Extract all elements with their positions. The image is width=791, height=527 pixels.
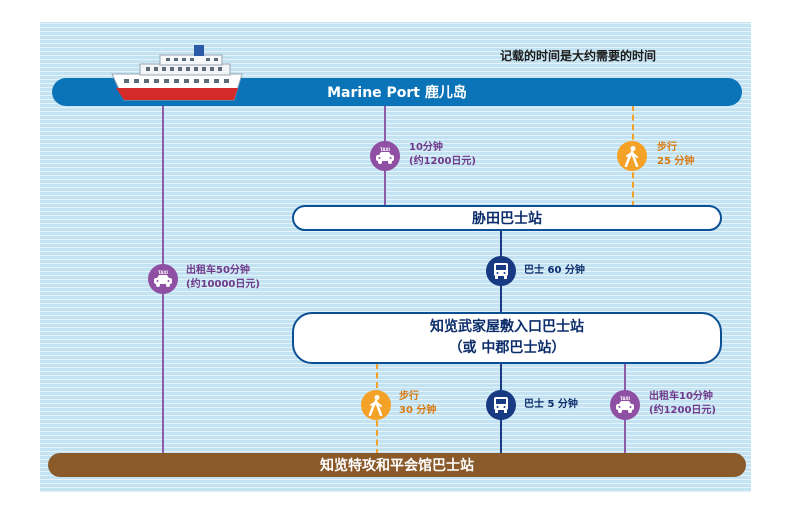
route-mode-text: 步行 xyxy=(399,391,419,402)
route-fare-text: (约1200日元) xyxy=(649,405,716,416)
route-fare-text: (约1200日元) xyxy=(409,156,476,167)
route-time-text: 巴士 60 分钟 xyxy=(524,265,585,276)
bus-icon xyxy=(486,390,516,420)
route-time-text: 出租车50分钟 xyxy=(186,265,250,276)
route-taxi-chiran-peace-label: 出租车10分钟 (约1200日元) xyxy=(649,390,716,418)
ferry-icon xyxy=(111,45,243,101)
route-bus-chiran-peace-label: 巴士 5 分钟 xyxy=(524,398,578,412)
route-time-text: 25 分钟 xyxy=(657,156,695,167)
route-taxi-port-peace-label: 出租车50分钟 (约10000日元) xyxy=(186,264,260,292)
bus-icon xyxy=(486,256,516,286)
station-chiran-label-line1: 知览武家屋敷入口巴士站 xyxy=(430,319,584,335)
svg-text:TAXI: TAXI xyxy=(158,270,169,275)
station-chiran-peace-museum: 知览特攻和平会馆巴士站 xyxy=(48,453,746,477)
station-peace-label: 知览特攻和平会馆巴士站 xyxy=(320,458,474,474)
walk-icon xyxy=(617,141,647,171)
taxi-icon: TAXI xyxy=(370,141,400,171)
route-time-text: 30 分钟 xyxy=(399,405,437,416)
taxi-icon: TAXI xyxy=(148,264,178,294)
route-walk-port-wakita-label: 步行 25 分钟 xyxy=(657,141,694,169)
route-fare-text: (约10000日元) xyxy=(186,279,260,290)
station-wakita: 胁田巴士站 xyxy=(292,205,722,231)
svg-text:TAXI: TAXI xyxy=(380,147,391,152)
station-chiran-bukeyashiki: 知览武家屋敷入口巴士站 （或 中郡巴士站） xyxy=(292,312,722,364)
time-note: 记载的时间是大约需要的时间 xyxy=(500,49,657,63)
route-walk-chiran-peace-label: 步行 30 分钟 xyxy=(399,390,436,418)
walk-icon xyxy=(361,390,391,420)
route-bus-wakita-chiran-label: 巴士 60 分钟 xyxy=(524,264,585,278)
station-marine-port-label: Marine Port 鹿儿岛 xyxy=(327,85,467,101)
route-taxi-port-wakita-label: 10分钟 (约1200日元) xyxy=(409,141,476,169)
station-chiran-label-line2: （或 中郡巴士站） xyxy=(448,340,566,356)
route-time-text: 10分钟 xyxy=(409,142,443,153)
route-mode-text: 步行 xyxy=(657,142,677,153)
taxi-icon: TAXI xyxy=(610,390,640,420)
route-time-text: 出租车10分钟 xyxy=(649,391,713,402)
svg-text:TAXI: TAXI xyxy=(620,396,631,401)
route-time-text: 巴士 5 分钟 xyxy=(524,399,578,410)
station-wakita-label: 胁田巴士站 xyxy=(472,211,542,227)
